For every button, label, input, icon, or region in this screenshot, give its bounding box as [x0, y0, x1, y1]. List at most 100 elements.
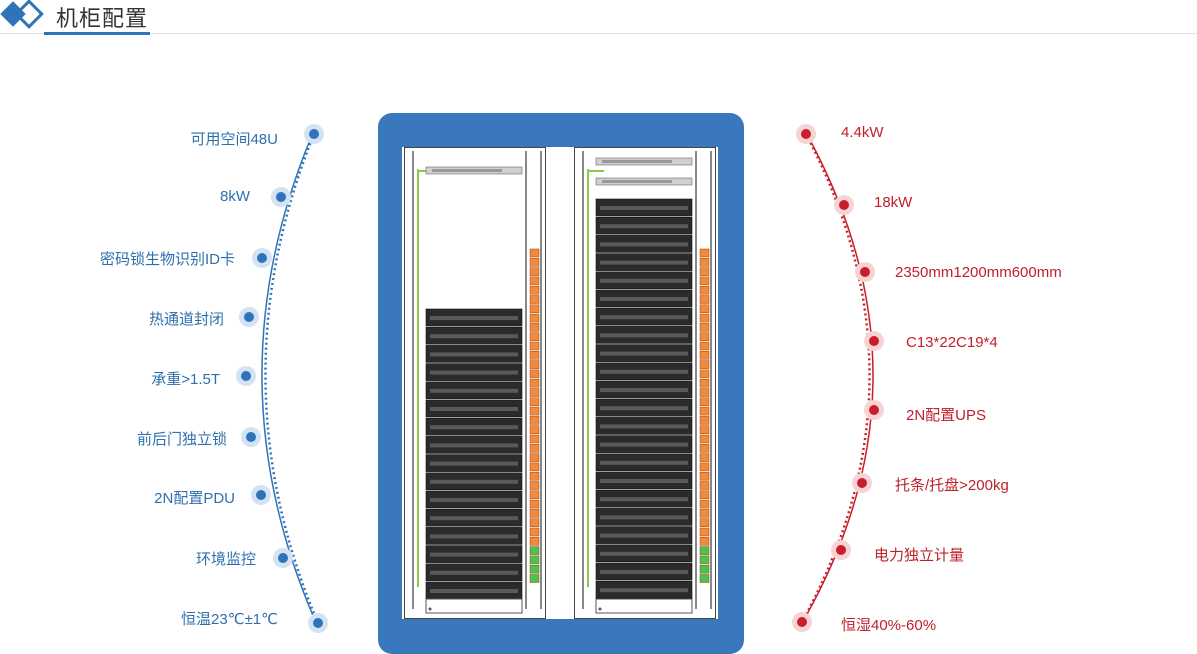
pdu-socket: [529, 397, 540, 407]
pdu-socket: [529, 323, 540, 332]
server-vent: [600, 278, 688, 283]
pdu-socket: [699, 332, 710, 341]
header-title-underline: [44, 32, 150, 35]
server-vent: [600, 479, 688, 483]
switch-ports: [602, 180, 672, 183]
server-vent: [430, 443, 518, 448]
feature-dot-right: [852, 473, 872, 493]
feature-label-right: 2350mm1200mm600mm: [895, 264, 1062, 281]
server-vent: [600, 369, 688, 374]
pdu-socket: [699, 453, 710, 462]
server-vent: [600, 351, 688, 356]
pdu-socket: [529, 313, 540, 323]
pdu-socket: [699, 360, 710, 369]
pdu-socket: [699, 434, 710, 444]
pdu-socket: [699, 267, 710, 276]
server-vent: [600, 551, 688, 556]
pdu-socket: [529, 406, 540, 416]
rack-rail: [582, 151, 584, 609]
pdu-socket: [699, 341, 710, 351]
pdu-socket: [529, 295, 540, 304]
server-vent: [600, 442, 688, 447]
server-vent: [600, 497, 688, 502]
feature-label-left: 可用空间48U: [190, 131, 278, 148]
pdu-socket: [699, 564, 710, 574]
pdu-socket: [529, 527, 540, 537]
rack-rail: [525, 151, 527, 609]
pdu-socket: [699, 574, 710, 583]
pdu-socket: [529, 369, 540, 379]
pdu-socket: [699, 416, 710, 425]
feature-label-right: 恒湿40%-60%: [841, 617, 937, 634]
feature-dot-left: [304, 124, 324, 144]
server-vent: [600, 297, 688, 301]
page-title: 机柜配置: [56, 6, 149, 31]
pdu-socket: [529, 444, 540, 453]
pdu-socket: [529, 509, 540, 518]
feature-label-left: 8kW: [220, 188, 250, 205]
pdu-socket: [529, 499, 540, 509]
pdu-socket: [529, 555, 540, 565]
feature-dot-left: [308, 613, 328, 633]
server-vent: [430, 516, 518, 521]
switch-ports: [432, 169, 502, 172]
server-vent: [600, 460, 688, 465]
pdu-socket: [699, 369, 710, 379]
server-vent: [600, 315, 688, 320]
pdu-socket: [699, 481, 710, 490]
pdu-socket: [529, 537, 540, 546]
pdu-socket: [699, 295, 710, 304]
feature-dot-right: [864, 331, 884, 351]
pdu-socket: [529, 453, 540, 462]
pdu-socket: [699, 258, 710, 267]
cable-line: [587, 169, 604, 587]
server-vent: [600, 515, 688, 520]
feature-label-right: 电力独立计量: [874, 547, 965, 564]
pdu-socket: [699, 313, 710, 323]
pdu-socket: [529, 471, 540, 481]
feature-dot-right: [831, 540, 851, 560]
pdu-socket: [529, 574, 540, 583]
pdu-socket: [699, 537, 710, 546]
pdu-socket: [529, 248, 540, 258]
feature-label-left: 承重>1.5T: [151, 371, 220, 388]
pdu-socket: [699, 425, 710, 434]
server-vent: [600, 206, 688, 210]
feature-dot-left: [241, 427, 261, 447]
pdu-socket: [529, 267, 540, 276]
pdu-socket: [529, 481, 540, 490]
feature-dot-left: [252, 248, 272, 268]
server-vent: [600, 533, 688, 538]
rack-rail: [695, 151, 697, 609]
feature-label-right: 4.4kW: [841, 124, 884, 141]
feature-dot-right: [864, 400, 884, 420]
feature-label-left: 恒温23℃±1℃: [181, 611, 278, 628]
server-vent: [600, 242, 688, 247]
feature-dot-right: [834, 195, 854, 215]
rack-base: [425, 598, 523, 614]
server-vent: [430, 316, 518, 320]
server-vent: [600, 406, 688, 411]
feature-dot-right: [855, 262, 875, 282]
pdu-socket: [699, 546, 710, 555]
server-vent: [430, 352, 518, 357]
server-vent: [430, 552, 518, 557]
server-vent: [430, 534, 518, 539]
pdu-socket: [529, 378, 540, 388]
server-vent: [430, 589, 518, 593]
pdu-socket: [529, 434, 540, 444]
feature-dot-right: [792, 612, 812, 632]
server-vent: [430, 425, 518, 430]
feature-label-left: 热通道封闭: [148, 311, 224, 328]
pdu-socket: [699, 285, 710, 295]
diamond-logo-icon: [0, 0, 44, 29]
pdu-socket: [699, 378, 710, 388]
feature-dot-left: [251, 485, 271, 505]
feature-dot-right: [796, 124, 816, 144]
pdu-socket: [529, 258, 540, 267]
feature-dot-left: [236, 366, 256, 386]
server-vent: [600, 260, 688, 265]
server-vent: [430, 407, 518, 411]
page-header: 机柜配置: [0, 0, 1197, 40]
feature-dot-left: [239, 307, 259, 327]
